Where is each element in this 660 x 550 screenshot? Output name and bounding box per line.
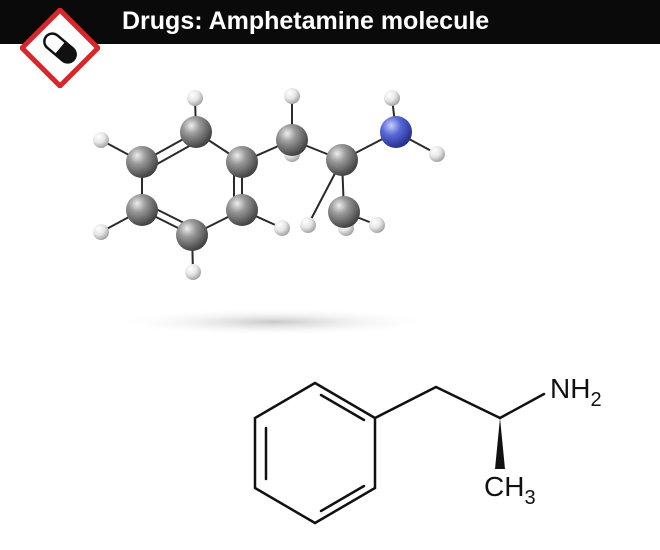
ball-and-stick-model (93, 88, 445, 336)
carbon-atom (126, 146, 158, 178)
hydrogen-atom (93, 132, 109, 148)
nitrogen-atom (380, 116, 412, 148)
hydrogen-atom (93, 224, 109, 240)
header-bar: Drugs: Amphetamine molecule (0, 0, 660, 44)
model-shadow (114, 308, 434, 336)
hydrogen-atom (429, 146, 445, 162)
model-atoms (93, 88, 445, 280)
carbon-atom (180, 116, 212, 148)
amine-label: NH2 (550, 373, 602, 411)
carbon-atom (226, 194, 258, 226)
hydrogen-atom (274, 220, 290, 236)
carbon-atom (176, 219, 208, 251)
hydrogen-atom (300, 217, 316, 233)
carbon-atom (226, 146, 258, 178)
formula-bonds (253, 381, 546, 525)
pill-capsule-hazard-icon (20, 8, 100, 88)
hydrogen-atom (284, 88, 300, 104)
carbon-atom (326, 144, 358, 176)
hydrogen-atom (187, 90, 203, 106)
methyl-label: CH3 (484, 471, 536, 509)
wedge-bond (495, 418, 505, 469)
hydrogen-atom (369, 217, 385, 233)
carbon-atom (276, 124, 308, 156)
carbon-atom (126, 194, 158, 226)
hydrogen-atom (185, 264, 201, 280)
skeletal-formula: NH2 CH3 (253, 373, 602, 525)
carbon-atom (328, 196, 360, 228)
page-title: Drugs: Amphetamine molecule (122, 7, 490, 35)
hydrogen-atom (384, 90, 400, 106)
